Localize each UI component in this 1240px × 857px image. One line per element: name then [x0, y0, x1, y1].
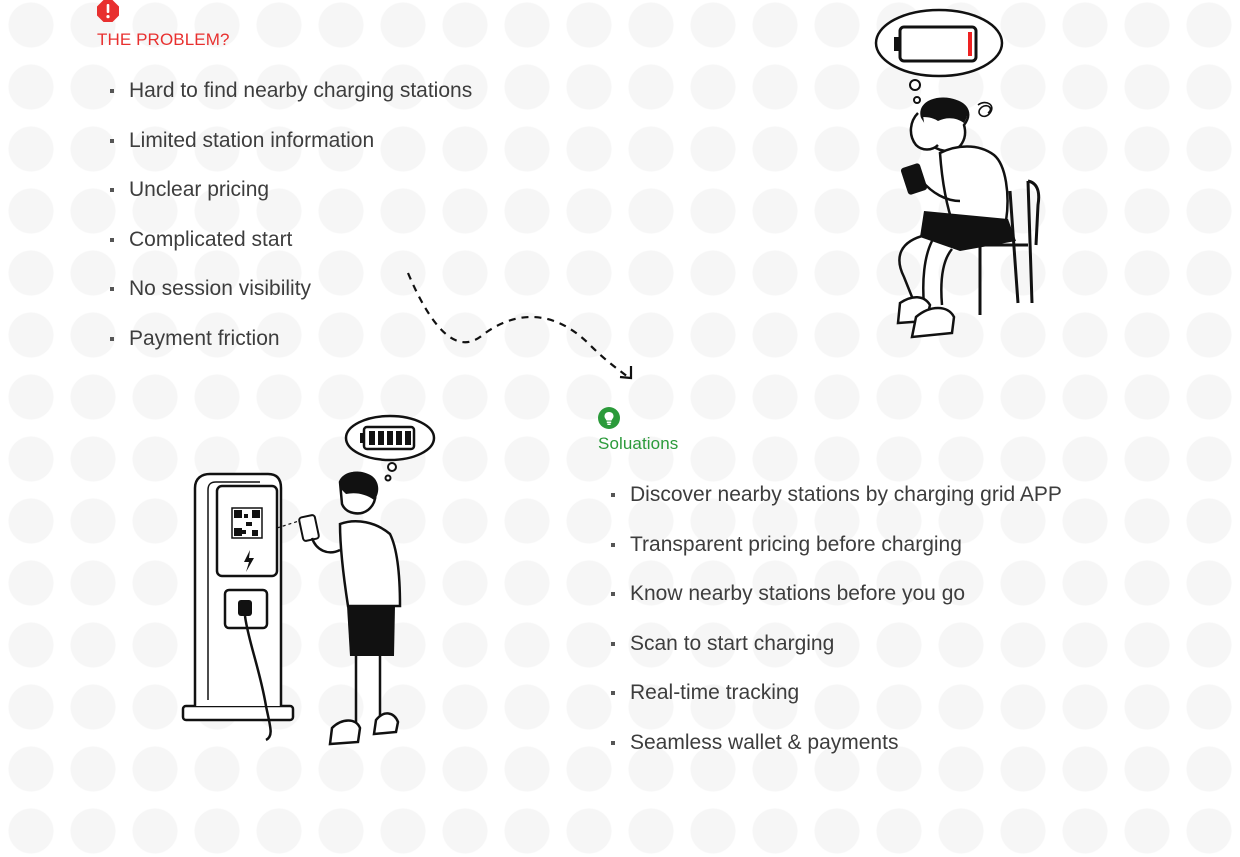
problem-item: Limited station information	[110, 128, 472, 178]
lightbulb-icon	[598, 407, 620, 429]
person-scanning	[298, 471, 402, 746]
problem-item: No session visibility	[110, 276, 472, 326]
solution-item: Discover nearby stations by charging gri…	[611, 482, 1062, 532]
solution-item: Scan to start charging	[611, 631, 1062, 681]
problem-heading: THE PROBLEM?	[97, 30, 230, 49]
frustrated-person-illustration	[874, 8, 1041, 339]
problem-item: Complicated start	[110, 227, 472, 277]
problem-list: Hard to find nearby charging stations Li…	[110, 78, 472, 376]
battery-empty-icon	[894, 25, 978, 63]
solution-item: Know nearby stations before you go	[611, 581, 1062, 631]
alert-octagon-icon	[97, 0, 119, 22]
lightning-icon	[244, 550, 254, 572]
solution-badge	[598, 407, 620, 434]
solution-item: Transparent pricing before charging	[611, 532, 1062, 582]
battery-full-icon	[360, 425, 416, 451]
problem-item: Hard to find nearby charging stations	[110, 78, 472, 128]
solution-item: Seamless wallet & payments	[611, 730, 1062, 780]
problem-item: Payment friction	[110, 326, 472, 376]
solution-heading: Soluations	[598, 434, 679, 453]
charging-kiosk	[181, 472, 295, 742]
solution-list: Discover nearby stations by charging gri…	[611, 482, 1062, 780]
solution-item: Real-time tracking	[611, 680, 1062, 730]
problem-item: Unclear pricing	[110, 177, 472, 227]
problem-badge	[97, 0, 119, 27]
qr-code-icon	[231, 507, 263, 539]
charging-scan-illustration	[181, 414, 436, 746]
dashed-arrow-icon	[406, 272, 633, 380]
